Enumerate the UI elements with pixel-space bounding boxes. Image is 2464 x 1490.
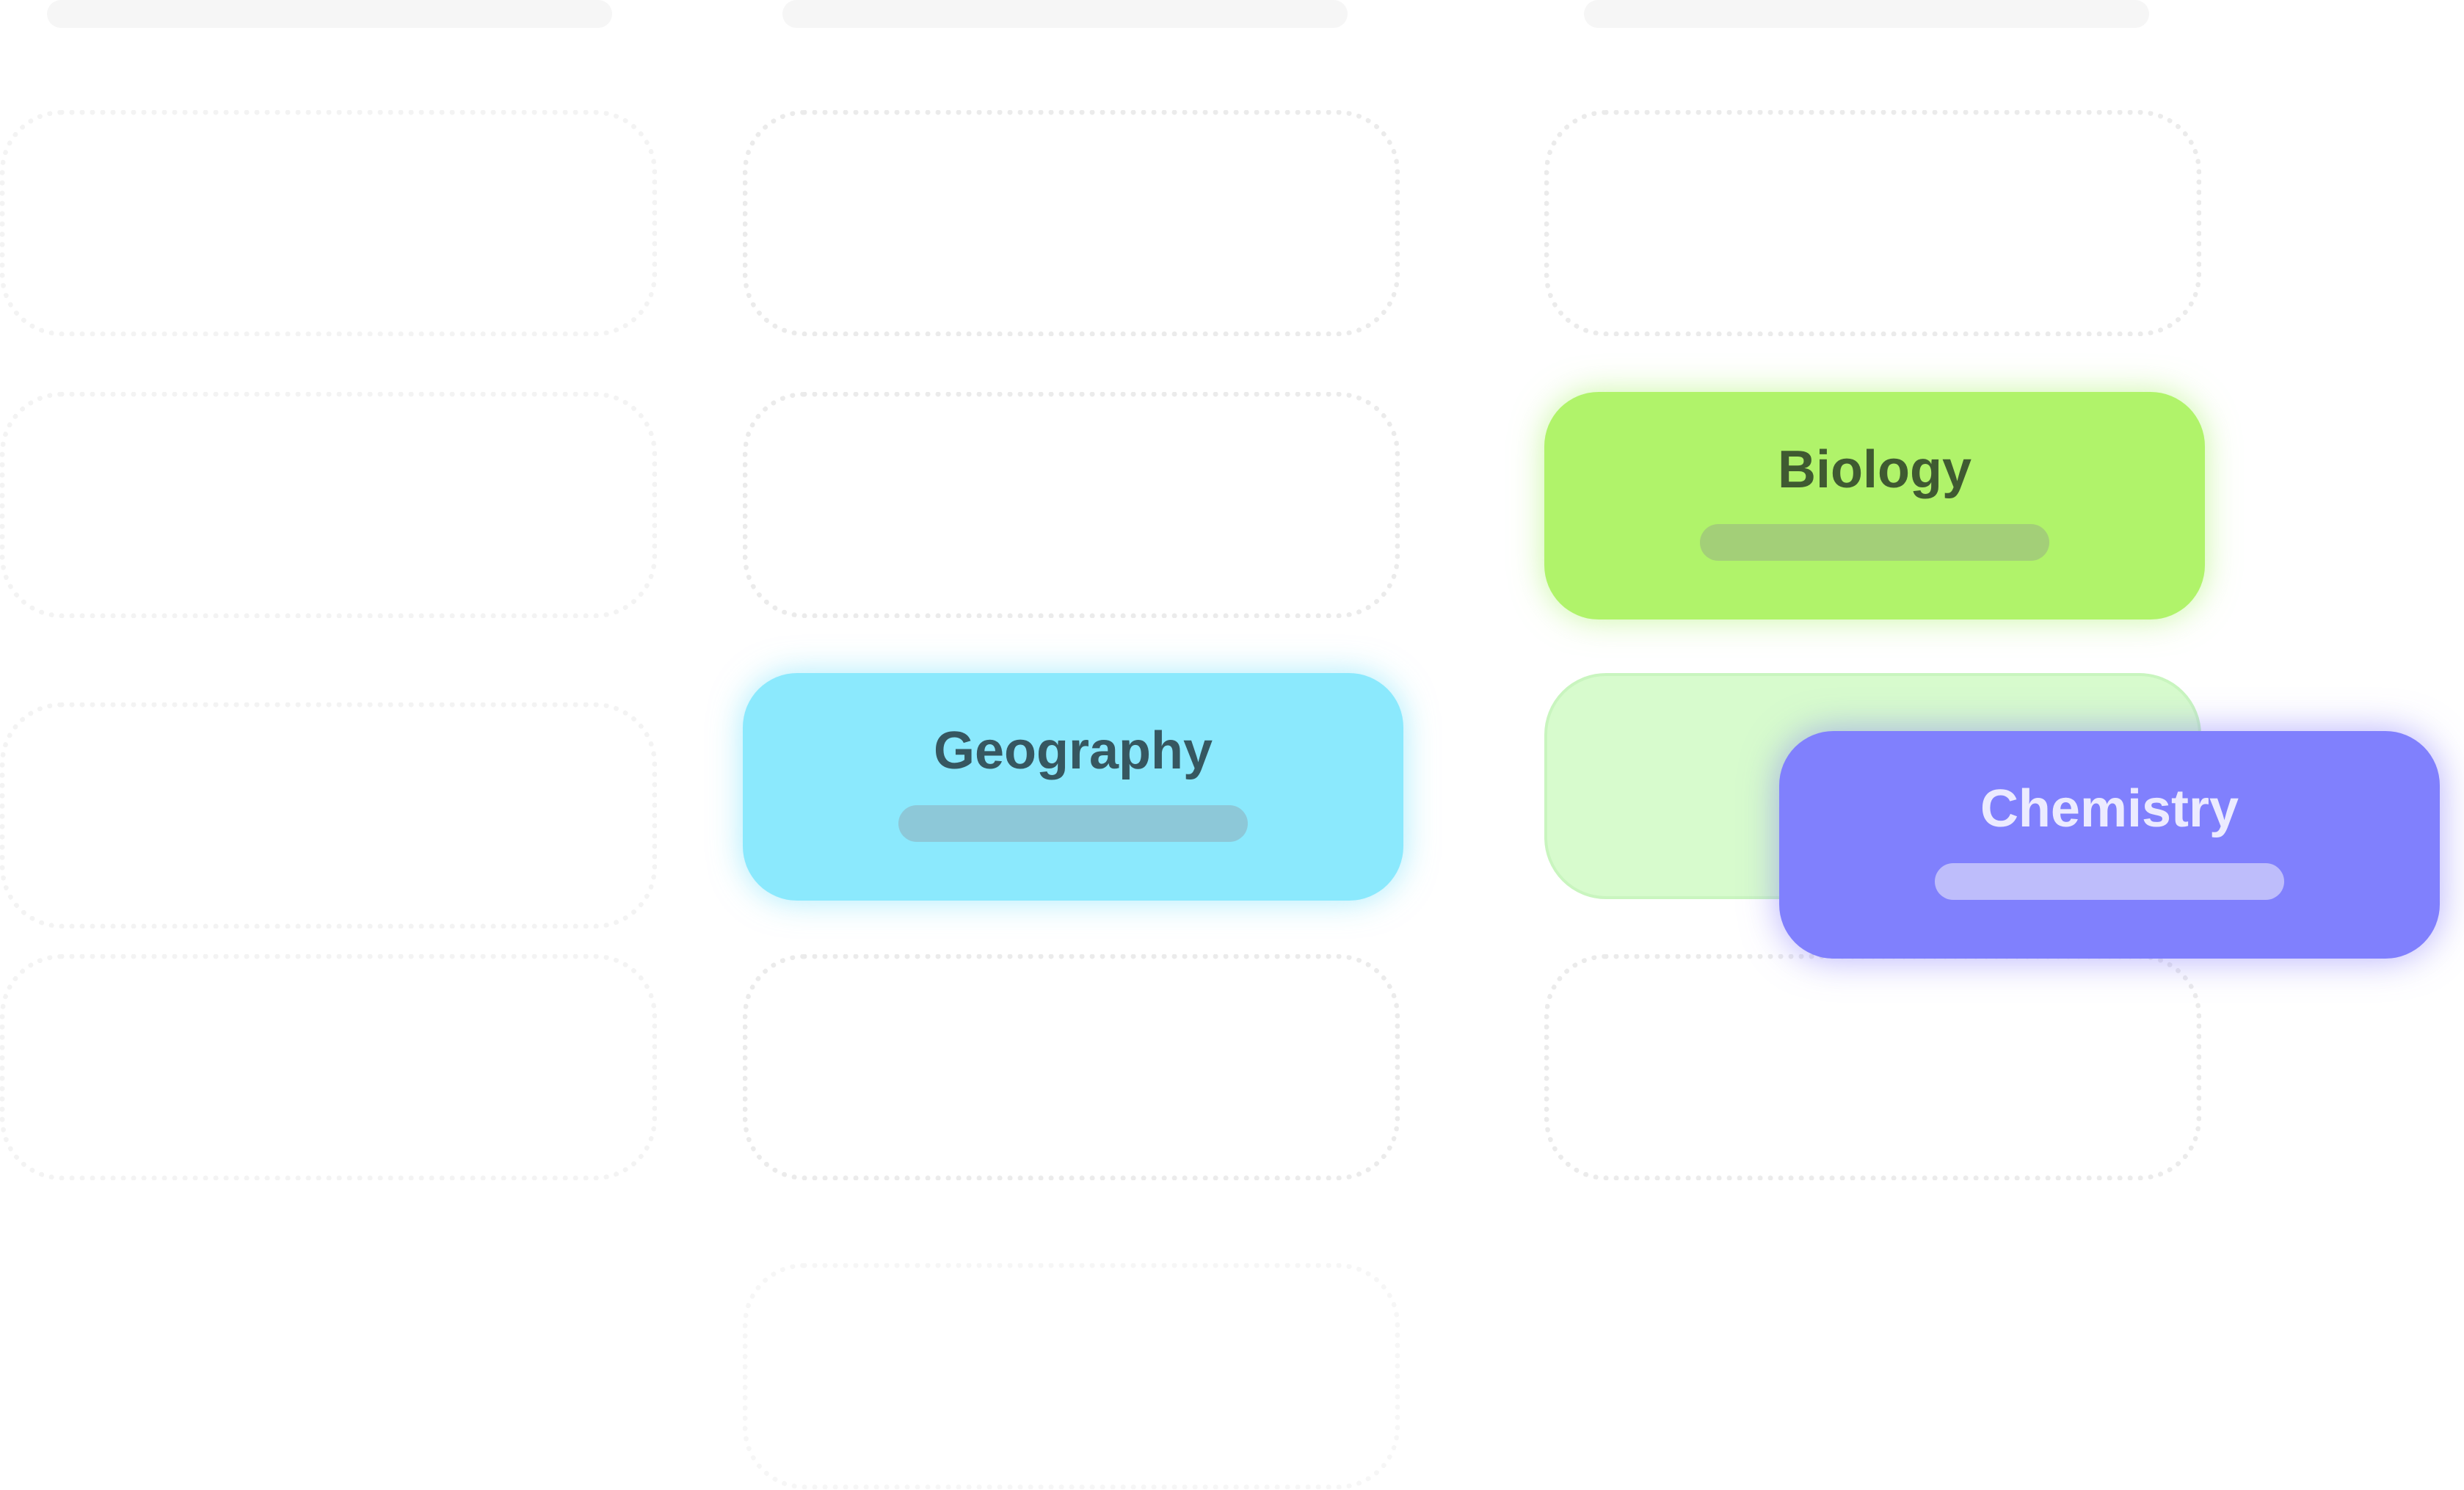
card-title: Biology	[1778, 440, 1971, 499]
column-2-slot-1[interactable]	[743, 110, 1400, 336]
column-2-header	[782, 0, 1348, 28]
column-3-slot-4[interactable]	[1544, 954, 2201, 1180]
card-placeholder-bar	[898, 805, 1248, 842]
column-2-slot-2[interactable]	[743, 392, 1400, 618]
column-2-slot-4[interactable]	[743, 954, 1400, 1180]
column-1-header	[47, 0, 612, 28]
column-3-header	[1584, 0, 2149, 28]
column-1-slot-3[interactable]	[0, 702, 657, 928]
card-title: Geography	[933, 722, 1213, 780]
column-1-slot-2[interactable]	[0, 392, 657, 618]
column-1-slot-4[interactable]	[0, 954, 657, 1180]
card-biology[interactable]: Biology	[1544, 392, 2205, 619]
card-chemistry-dragging[interactable]: Chemistry	[1779, 731, 2440, 959]
column-3-slot-1[interactable]	[1544, 110, 2201, 336]
column-1-slot-1[interactable]	[0, 110, 657, 336]
column-2-slot-5[interactable]	[743, 1263, 1400, 1489]
card-placeholder-bar	[1935, 863, 2284, 900]
card-placeholder-bar	[1700, 524, 2049, 561]
card-title: Chemistry	[1980, 779, 2239, 838]
card-geography[interactable]: Geography	[743, 673, 1403, 901]
